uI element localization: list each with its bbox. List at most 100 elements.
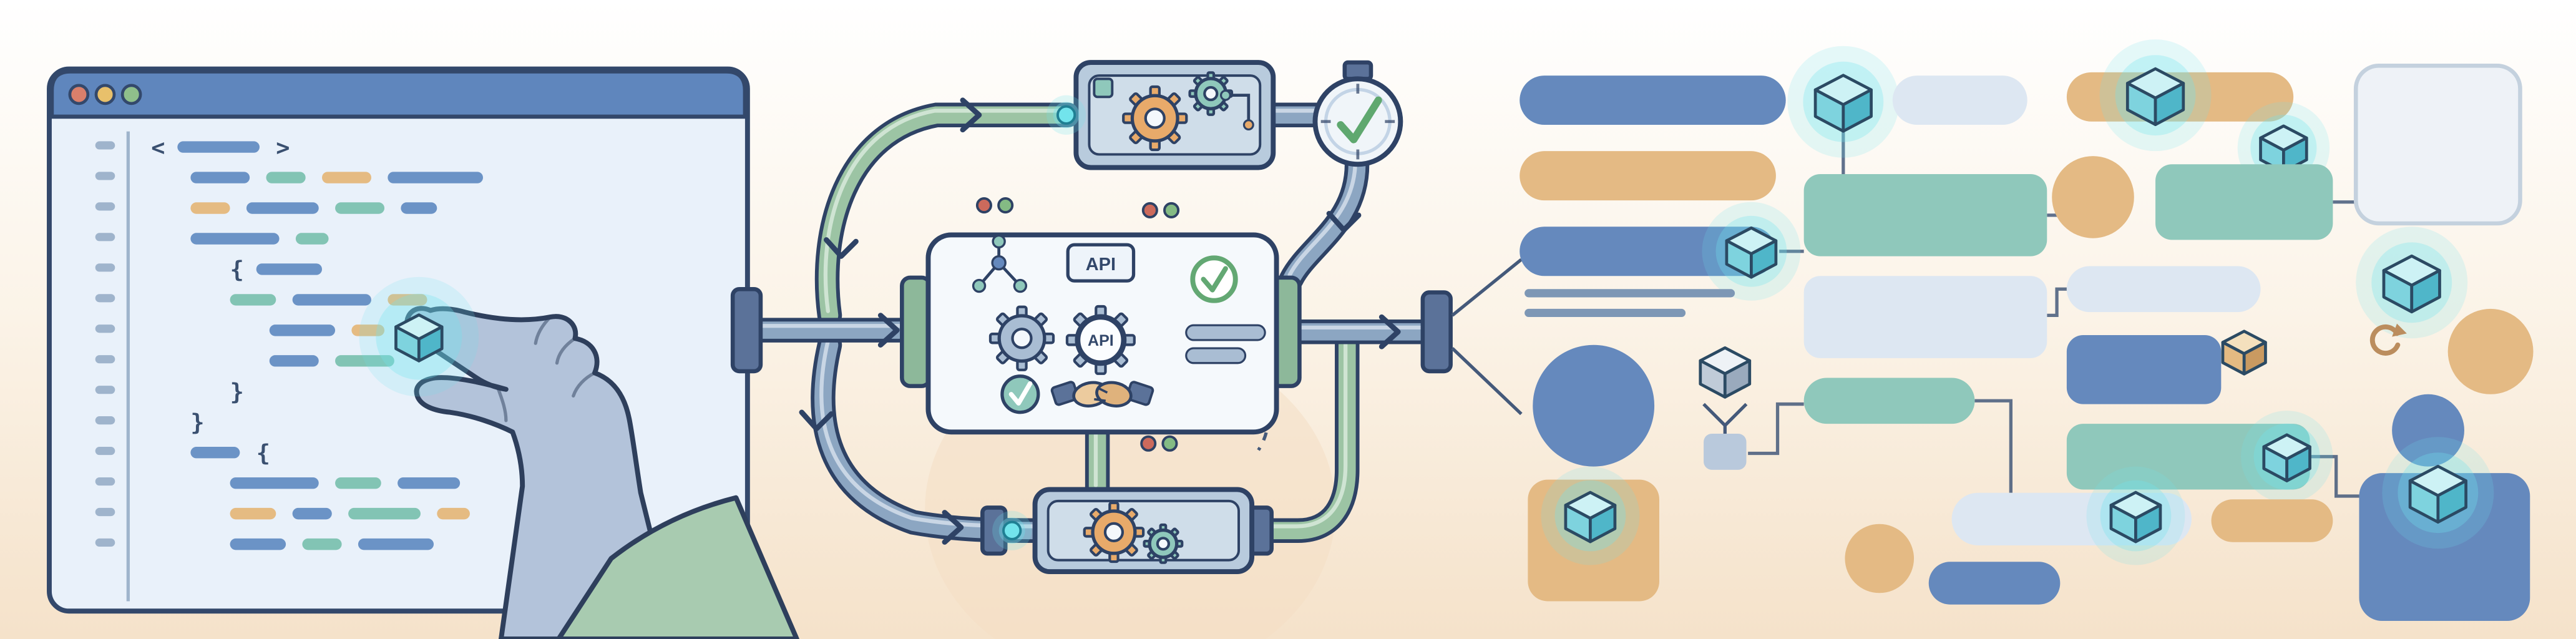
line-number-mark [95,477,115,486]
api-badge-label: API [1088,332,1114,349]
block-connector [2047,287,2067,318]
network-node [1013,278,1028,293]
block-circle-2 [1845,524,1915,593]
block-rect-1 [1803,174,2047,256]
code-token [256,263,322,275]
block-connector [2310,455,2359,498]
network-node [992,234,1006,249]
line-number-mark [95,355,115,364]
code-lines: <>{}}{ [151,134,483,550]
pipe-node-glow [992,510,1032,550]
refresh-arrow-icon [2369,323,2407,356]
sleeve [556,495,799,639]
block-bar-4 [1892,76,2027,125]
flow-arrow [877,313,900,348]
code-token [230,477,319,489]
code-token [190,202,230,214]
approval-circle [1190,255,1238,303]
code-glyph: } [230,378,244,405]
code-token [351,324,385,336]
hand-cube-anchor [359,276,479,397]
code-token [190,172,250,183]
pipeline-machine: API API [730,60,1523,575]
line-number-mark [95,202,115,211]
code-token [292,294,371,306]
code-token [295,233,329,245]
block-rect-2 [1803,276,2047,358]
bottom-gears-anchor [1083,501,1184,564]
flow-arrows [799,97,1401,545]
code-token [230,538,286,550]
block-cube-3 [1541,466,1640,565]
line-number-mark [95,538,115,547]
block-cube-9 [2086,466,2185,565]
code-token [388,172,483,183]
flow-arrow [1326,210,1362,233]
traffic-dot [68,84,90,105]
api-badge-circle [1076,316,1125,364]
done-check [1008,381,1033,406]
block-cube-5 [2099,39,2212,152]
code-token [269,324,336,336]
code-token [348,507,421,520]
block-cube-10 [2356,227,2468,339]
pipe-highlight [1287,158,1358,277]
block-bar-2 [1520,151,1776,201]
code-token [230,294,276,306]
gear-icon [1143,523,1184,564]
line-number-mark [95,172,115,180]
code-token [269,355,319,367]
line-number-mark [95,416,115,425]
block-bar-7 [2066,266,2261,313]
flow-arrow [799,409,834,432]
code-token [335,477,381,489]
block-cube-11 [2382,437,2494,549]
done-check-icon [1000,374,1040,414]
line-number-mark [95,233,115,241]
block-cube-2 [1699,346,1752,399]
main-processing-panel: API API [900,232,1302,435]
code-glyph: < [151,134,165,161]
output-beam-bottom [1451,347,1523,416]
status-dot-green [997,197,1014,214]
network-icon [972,234,1028,293]
network-hub [991,255,1007,271]
line-number-mark [95,141,115,150]
line-number-mark [95,263,115,272]
code-glyph: > [276,134,290,161]
code-token [322,172,371,183]
block-square-3 [2359,473,2530,622]
handshake-icon [1050,381,1154,407]
blocks-grid [1520,39,2534,622]
top-processor-box [1073,60,1276,170]
block-rect-5 [2066,335,2222,404]
hand-illustration [359,276,799,639]
block-bar-3 [1520,227,1776,276]
hand-silhouette [404,306,680,639]
circuit-trace-icon [1225,94,1251,125]
progress-bar-1 [1185,324,1266,341]
block-text-line-2 [1525,308,1686,318]
progress-bar-2 [1185,347,1247,364]
component-cube-teal [359,276,479,397]
circuit-node-icon [1220,89,1231,101]
block-connector [1974,399,2012,493]
flow-arrow [1378,314,1401,349]
flow-arrow [960,97,982,133]
circuit-node-icon [1242,119,1254,131]
gutter-marks [95,141,115,547]
code-token [246,202,319,214]
pipe-highlight [1248,332,1348,529]
block-circle-5 [2392,394,2464,467]
bottom-gear-box [980,487,1274,575]
code-token [190,233,280,245]
status-dot-red [975,197,992,214]
block-cube-4 [1787,46,1900,158]
traffic-dot [120,84,142,105]
code-glyph: { [256,439,270,466]
chip-square-icon [1093,77,1114,99]
handshake-fingers [1094,386,1108,402]
done-circle [1000,374,1040,414]
code-token [398,477,461,489]
